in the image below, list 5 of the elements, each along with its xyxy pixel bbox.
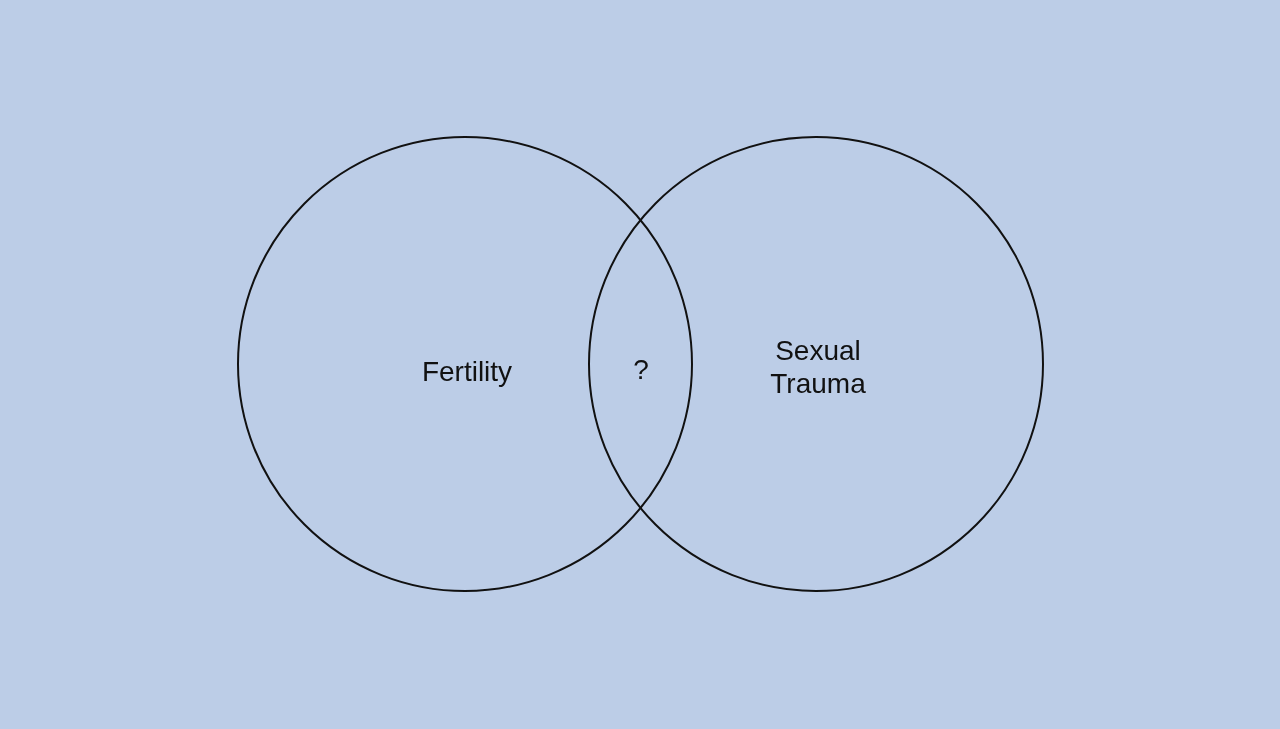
venn-circle [588, 136, 1044, 592]
circle-label: Fertility [420, 354, 514, 388]
venn-circle [237, 136, 693, 592]
circle-label: Sexual Trauma [769, 334, 867, 400]
overlap-label: ? [633, 352, 649, 386]
